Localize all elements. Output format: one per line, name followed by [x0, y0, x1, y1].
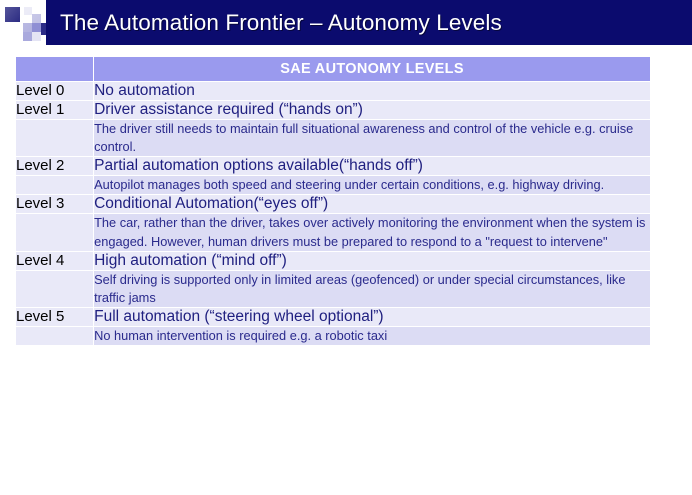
level-label-1: Level 1 [14, 100, 95, 120]
table-note-row: The car, rather than the driver, takes o… [14, 213, 651, 252]
level-label-4: Level 4 [14, 250, 95, 271]
table-note-row: Autopilot manages both speed and steerin… [14, 175, 651, 196]
decoration-square-mid-1 [23, 23, 32, 32]
decoration-square-mid-2 [32, 23, 41, 32]
decoration-square-pale-3 [32, 32, 41, 41]
level-note-4: Self driving is supported only in limite… [93, 269, 651, 309]
decoration-square-pale-1 [24, 7, 32, 15]
table-header-row: SAE AUTONOMY LEVELS [14, 56, 651, 82]
table-row: Level 5 Full automation (“steering wheel… [14, 307, 651, 328]
autonomy-levels-table: SAE AUTONOMY LEVELS Level 0 No automatio… [14, 56, 651, 347]
table-note-row: The driver still needs to maintain full … [14, 118, 651, 158]
level-label-spacer-3 [14, 213, 95, 252]
level-title-0: No automation [93, 81, 651, 101]
table-note-row: No human intervention is required e.g. a… [14, 326, 651, 347]
table-row: Level 1 Driver assistance required (“han… [14, 100, 651, 120]
level-title-2: Partial automation options available(“ha… [93, 156, 651, 177]
level-label-spacer-1 [14, 118, 95, 158]
level-label-spacer-4 [14, 269, 95, 309]
corner-decoration [0, 0, 48, 52]
level-note-1: The driver still needs to maintain full … [93, 118, 651, 158]
header-level-column [14, 56, 95, 82]
table-row: Level 3 Conditional Automation(“eyes off… [14, 194, 651, 215]
level-label-5: Level 5 [14, 307, 95, 328]
level-label-spacer-2 [14, 175, 95, 196]
table-row: Level 4 High automation (“mind off”) [14, 250, 651, 271]
level-label-2: Level 2 [14, 156, 95, 177]
level-title-1: Driver assistance required (“hands on”) [93, 100, 651, 120]
slide-title: The Automation Frontier – Autonomy Level… [60, 10, 502, 35]
slide-title-bar [46, 0, 692, 45]
level-note-3: The car, rather than the driver, takes o… [93, 213, 651, 252]
table-note-row: Self driving is supported only in limite… [14, 269, 651, 309]
level-note-2: Autopilot manages both speed and steerin… [93, 175, 651, 196]
decoration-square-pale-2 [32, 14, 41, 23]
decoration-square-mid-3 [23, 32, 32, 41]
level-title-4: High automation (“mind off”) [93, 250, 651, 271]
level-label-3: Level 3 [14, 194, 95, 215]
level-label-0: Level 0 [14, 81, 95, 101]
decoration-square-navy-edge [41, 23, 47, 35]
level-label-spacer-5 [14, 326, 95, 347]
level-note-5: No human intervention is required e.g. a… [93, 326, 651, 347]
header-description-column: SAE AUTONOMY LEVELS [93, 56, 651, 82]
table-row: Level 2 Partial automation options avail… [14, 156, 651, 177]
table-row: Level 0 No automation [14, 81, 651, 101]
level-title-3: Conditional Automation(“eyes off”) [93, 194, 651, 215]
level-title-5: Full automation (“steering wheel optiona… [93, 307, 651, 328]
decoration-square-dark [5, 7, 20, 22]
